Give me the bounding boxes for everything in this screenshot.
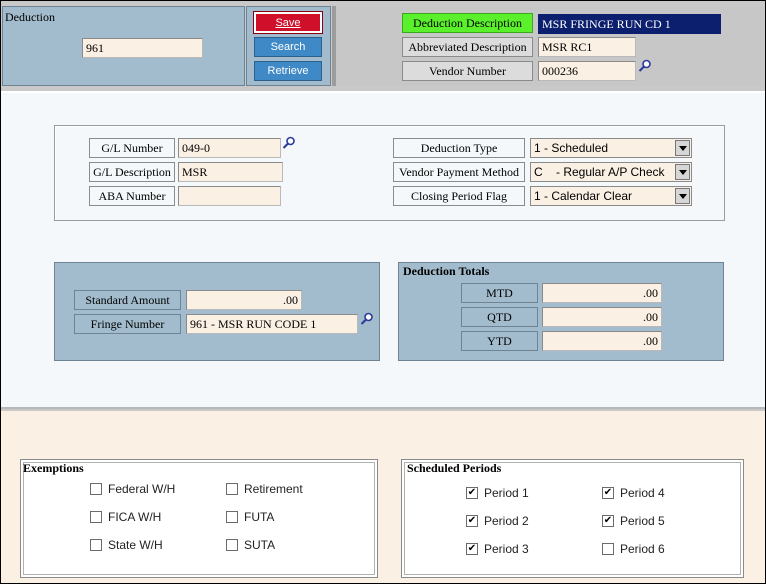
scheduled-periods-panel (401, 459, 744, 578)
state-wh-label: State W/H (108, 538, 163, 552)
save-button-label: Save (275, 17, 301, 29)
deduction-label: Deduction (5, 10, 55, 24)
abbreviated-description-label: Abbreviated Description (402, 37, 533, 57)
vendor-payment-method-value: C - Regular A/P Check (534, 165, 665, 179)
retirement-checkbox[interactable] (226, 483, 238, 495)
period-3-label: Period 3 (484, 542, 529, 556)
exemptions-panel (20, 459, 378, 578)
period-4-checkbox[interactable]: ✔ (602, 487, 614, 499)
retrieve-button[interactable]: Retrieve (254, 61, 322, 81)
closing-period-flag-dropdown-icon[interactable] (675, 188, 690, 204)
retrieve-button-label: Retrieve (267, 65, 309, 77)
futa-checkbox[interactable] (226, 511, 238, 523)
fringe-number-input[interactable]: 961 - MSR RUN CODE 1 (186, 314, 358, 334)
standard-amount-label: Standard Amount (74, 290, 181, 310)
deduction-type-label: Deduction Type (393, 138, 525, 158)
exemptions-inner-frame (23, 462, 375, 575)
period-4-label: Period 4 (620, 486, 665, 500)
save-button[interactable]: Save (253, 11, 323, 34)
fica-wh-label: FICA W/H (108, 510, 162, 524)
exemptions-title: Exemptions (23, 461, 84, 475)
gl-description-label: G/L Description (89, 162, 175, 182)
qtd-label: QTD (461, 307, 538, 327)
ytd-label: YTD (461, 331, 538, 351)
description-panel: Deduction Description MSR FRINGE RUN CD … (332, 6, 764, 86)
period-6-label: Period 6 (620, 542, 665, 556)
qtd-value: .00 (542, 307, 662, 327)
vendor-payment-method-dropdown-icon[interactable] (675, 164, 690, 180)
vendor-number-input[interactable]: 000236 (538, 61, 636, 81)
fringe-number-label: Fringe Number (74, 314, 181, 334)
gl-number-label: G/L Number (89, 138, 175, 158)
vendor-payment-method-select[interactable]: C - Regular A/P Check (530, 162, 692, 182)
deduction-input[interactable]: 961 (82, 38, 203, 58)
period-3-checkbox[interactable]: ✔ (466, 543, 478, 555)
period-6-checkbox[interactable] (602, 543, 614, 555)
search-button[interactable]: Search (254, 37, 322, 57)
scheduled-periods-inner-frame (404, 462, 741, 575)
scheduled-periods-title: Scheduled Periods (407, 461, 502, 475)
fringe-number-lookup-icon[interactable] (360, 312, 374, 326)
gl-description-input[interactable]: MSR (178, 162, 283, 182)
period-2-label: Period 2 (484, 514, 529, 528)
suta-label: SUTA (244, 538, 276, 552)
futa-label: FUTA (244, 510, 275, 524)
closing-period-flag-label: Closing Period Flag (393, 186, 525, 206)
period-1-label: Period 1 (484, 486, 529, 500)
aba-number-label: ABA Number (89, 186, 175, 206)
vendor-lookup-icon[interactable] (638, 59, 652, 73)
deduction-totals-title: Deduction Totals (403, 264, 490, 278)
deduction-type-value: 1 - Scheduled (534, 141, 609, 155)
vendor-payment-method-label: Vendor Payment Method (393, 162, 525, 182)
deduction-description-label: Deduction Description (402, 13, 533, 33)
suta-checkbox[interactable] (226, 539, 238, 551)
fica-wh-checkbox[interactable] (90, 511, 102, 523)
gl-number-lookup-icon[interactable] (282, 136, 296, 150)
standard-amount-input[interactable]: .00 (186, 290, 302, 310)
period-2-checkbox[interactable]: ✔ (466, 515, 478, 527)
deduction-panel: Deduction 961 (2, 6, 245, 86)
period-1-checkbox[interactable]: ✔ (466, 487, 478, 499)
amounts-panel (54, 262, 380, 361)
deduction-description-input[interactable]: MSR FRINGE RUN CD 1 (538, 14, 721, 34)
gl-number-input[interactable]: 049-0 (178, 138, 281, 158)
retirement-label: Retirement (244, 482, 303, 496)
aba-number-input[interactable] (178, 186, 281, 206)
deduction-type-select[interactable]: 1 - Scheduled (530, 138, 692, 158)
deduction-type-dropdown-icon[interactable] (675, 140, 690, 156)
search-button-label: Search (270, 41, 306, 53)
abbreviated-description-input[interactable]: MSR RC1 (538, 37, 636, 57)
period-5-checkbox[interactable]: ✔ (602, 515, 614, 527)
mtd-label: MTD (461, 283, 538, 303)
period-5-label: Period 5 (620, 514, 665, 528)
closing-period-flag-select[interactable]: 1 - Calendar Clear (530, 186, 692, 206)
federal-wh-label: Federal W/H (108, 482, 176, 496)
vendor-number-label: Vendor Number (402, 61, 533, 81)
mtd-value: .00 (542, 283, 662, 303)
action-button-panel: Save Search Retrieve (246, 6, 331, 86)
state-wh-checkbox[interactable] (90, 539, 102, 551)
federal-wh-checkbox[interactable] (90, 483, 102, 495)
ytd-value: .00 (542, 331, 662, 351)
closing-period-flag-value: 1 - Calendar Clear (534, 189, 633, 203)
